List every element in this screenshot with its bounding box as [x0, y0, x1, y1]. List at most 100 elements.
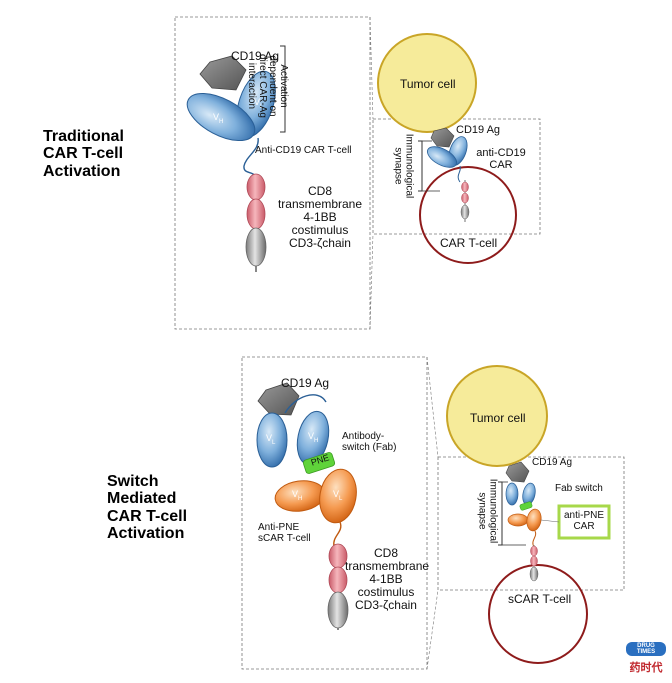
bottom-cell-vl [505, 482, 519, 506]
bottom-cell-pne [519, 501, 533, 511]
top-domain-cd8: CD8 [307, 184, 332, 198]
sw-costim-domain-shape [327, 591, 349, 629]
bottom-domain-costim: costimulus [357, 584, 415, 599]
bottom-cell-car-label: anti-PNE CAR [560, 510, 608, 533]
bottom-tumor-label: Tumor cell [470, 411, 526, 425]
bottom-vh2-sub: H [298, 495, 303, 502]
bottom-heading-line-4: Activation [107, 524, 185, 542]
bottom-heading-line-3: CAR T-cell [107, 507, 188, 525]
top-domain-tm: transmembrane [277, 196, 363, 211]
top-note-line-1: Activation [278, 64, 289, 108]
top-cell-antigen-label: CD19 Ag [456, 124, 501, 136]
top-cell-linker [457, 165, 461, 183]
bottom-zoom-connector-2 [426, 589, 439, 670]
top-domain-cd3: CD3-ζchain [289, 235, 351, 250]
sw-fab-loop [284, 394, 327, 414]
bottom-domain-cd8: CD8 [373, 546, 398, 560]
bottom-vl-letter: V [266, 433, 273, 443]
top-vl-letter: V [254, 97, 261, 107]
top-zoom-antigen-label: CD19 Ag [231, 49, 280, 63]
top-zoom-connector-2 [369, 233, 374, 330]
cd8-domain-shape [246, 173, 266, 201]
bottom-fab-label: Fab switch [555, 483, 603, 494]
top-cell-car-line-1: anti-CD19 [476, 147, 526, 159]
bottom-domain-41bb: 4-1BB [369, 571, 403, 586]
bottom-synapse-line-1: Immunological [487, 478, 499, 544]
top-vh-letter: V [213, 112, 220, 122]
bottom-cell-tm [530, 555, 538, 567]
bottom-vh-sub: H [314, 437, 319, 444]
top-cell-antigen [430, 127, 455, 148]
logo-top-text: DRUG TIMES [626, 642, 666, 656]
top-vl-label: VL [254, 97, 263, 110]
bottom-heading-line-1: Switch [107, 473, 159, 490]
bottom-zoom-connector [426, 356, 439, 458]
top-vh-label: VH [213, 112, 224, 125]
top-cell-vh [426, 146, 458, 168]
bottom-zoom-antigen-label: CD19 Ag [281, 376, 330, 390]
bottom-vl2-label: VL [333, 489, 343, 502]
top-tcell-label: CAR T-cell [440, 236, 498, 250]
bottom-vh-letter: V [308, 431, 315, 441]
top-synapse-bracket [418, 140, 423, 192]
top-domain-list: CD8 transmembrane 4-1BB costimulus CD3-ζ… [270, 185, 370, 250]
bottom-cell-linker [532, 530, 537, 548]
bottom-car-line-2: sCAR T-cell [258, 532, 311, 544]
top-cell-costim [460, 204, 470, 220]
bottom-heading: Switch Mediated CAR T-cell Activation [107, 473, 187, 542]
bottom-vh2-letter: V [292, 489, 299, 499]
bottom-cell-car-line-2: CAR [573, 520, 595, 532]
top-heading-line-2: CAR T-cell [43, 145, 124, 163]
top-car-label: Anti-CD19 CAR T-cell [255, 145, 352, 156]
top-cell-box [372, 118, 541, 235]
bottom-synapse-line-2: synapse [477, 492, 488, 530]
top-cell-car-line-2: CAR [489, 158, 513, 171]
top-note-line-4: interaction [246, 62, 258, 110]
bottom-tumor-cell [446, 365, 548, 467]
top-domain-41bb: 4-1BB [303, 209, 337, 224]
bottom-cell-vh2 [507, 513, 529, 527]
bottom-vl-label: VL [266, 433, 276, 446]
bottom-scar-t-cell [488, 564, 588, 664]
top-tumor-cell [377, 33, 477, 133]
top-cell-tm [461, 192, 469, 204]
bottom-domain-list: CD8 transmembrane 4-1BB costimulus CD3-ζ… [345, 546, 430, 612]
bottom-cell-cd8 [530, 545, 538, 557]
bottom-domain-cd3: CD3-ζchain [355, 597, 417, 612]
top-linker-line [243, 137, 259, 179]
bottom-cell-vl2 [526, 508, 542, 532]
top-synapse-line-2: synapse [393, 147, 404, 185]
logo-bottom-text: 药时代 [629, 661, 663, 674]
bottom-car-label: Anti-PNE sCAR T-cell [258, 522, 311, 545]
bottom-domain-tm: transmembrane [345, 558, 430, 573]
bottom-synapse-bracket [498, 481, 503, 546]
top-bracket [280, 45, 286, 133]
bottom-heading-line-2: Mediated [107, 490, 177, 508]
bottom-cell-car-line-1: anti-PNE [563, 510, 604, 521]
cd19-antigen-shape [199, 55, 247, 91]
top-cell-cd8 [461, 181, 469, 193]
bottom-switch-line-1: Antibody- [342, 431, 385, 442]
bottom-cell-antigen-label: CD19 Ag [532, 457, 573, 468]
transmembrane-domain-shape [246, 198, 266, 230]
top-tumor-label: Tumor cell [400, 77, 456, 91]
top-cell-car-label: anti-CD19 CAR [470, 147, 532, 172]
top-vh-sub: H [219, 118, 224, 125]
bottom-vl2-sub: L [339, 495, 343, 502]
vh-domain-shape [186, 92, 256, 142]
top-domain-costim: costimulus [291, 222, 349, 237]
top-heading: Traditional CAR T-cell Activation [43, 128, 124, 180]
bottom-cell-antigen [505, 461, 530, 483]
sw-vl-domain-shape [256, 412, 288, 468]
bottom-cell-box [437, 456, 625, 591]
pne-tag-shape [302, 452, 336, 474]
bottom-vl-sub: L [272, 439, 276, 446]
sw-vl2-domain-shape [319, 468, 357, 524]
sw-linker-line [333, 521, 342, 547]
top-synapse-line-1: Immunological [403, 133, 415, 199]
bottom-switch-label: Antibody- switch (Fab) [342, 431, 396, 454]
bottom-car-line-1: Anti-PNE [258, 522, 300, 533]
bottom-tcell-label: sCAR T-cell [508, 592, 572, 606]
bottom-vh-label: VH [308, 431, 319, 444]
